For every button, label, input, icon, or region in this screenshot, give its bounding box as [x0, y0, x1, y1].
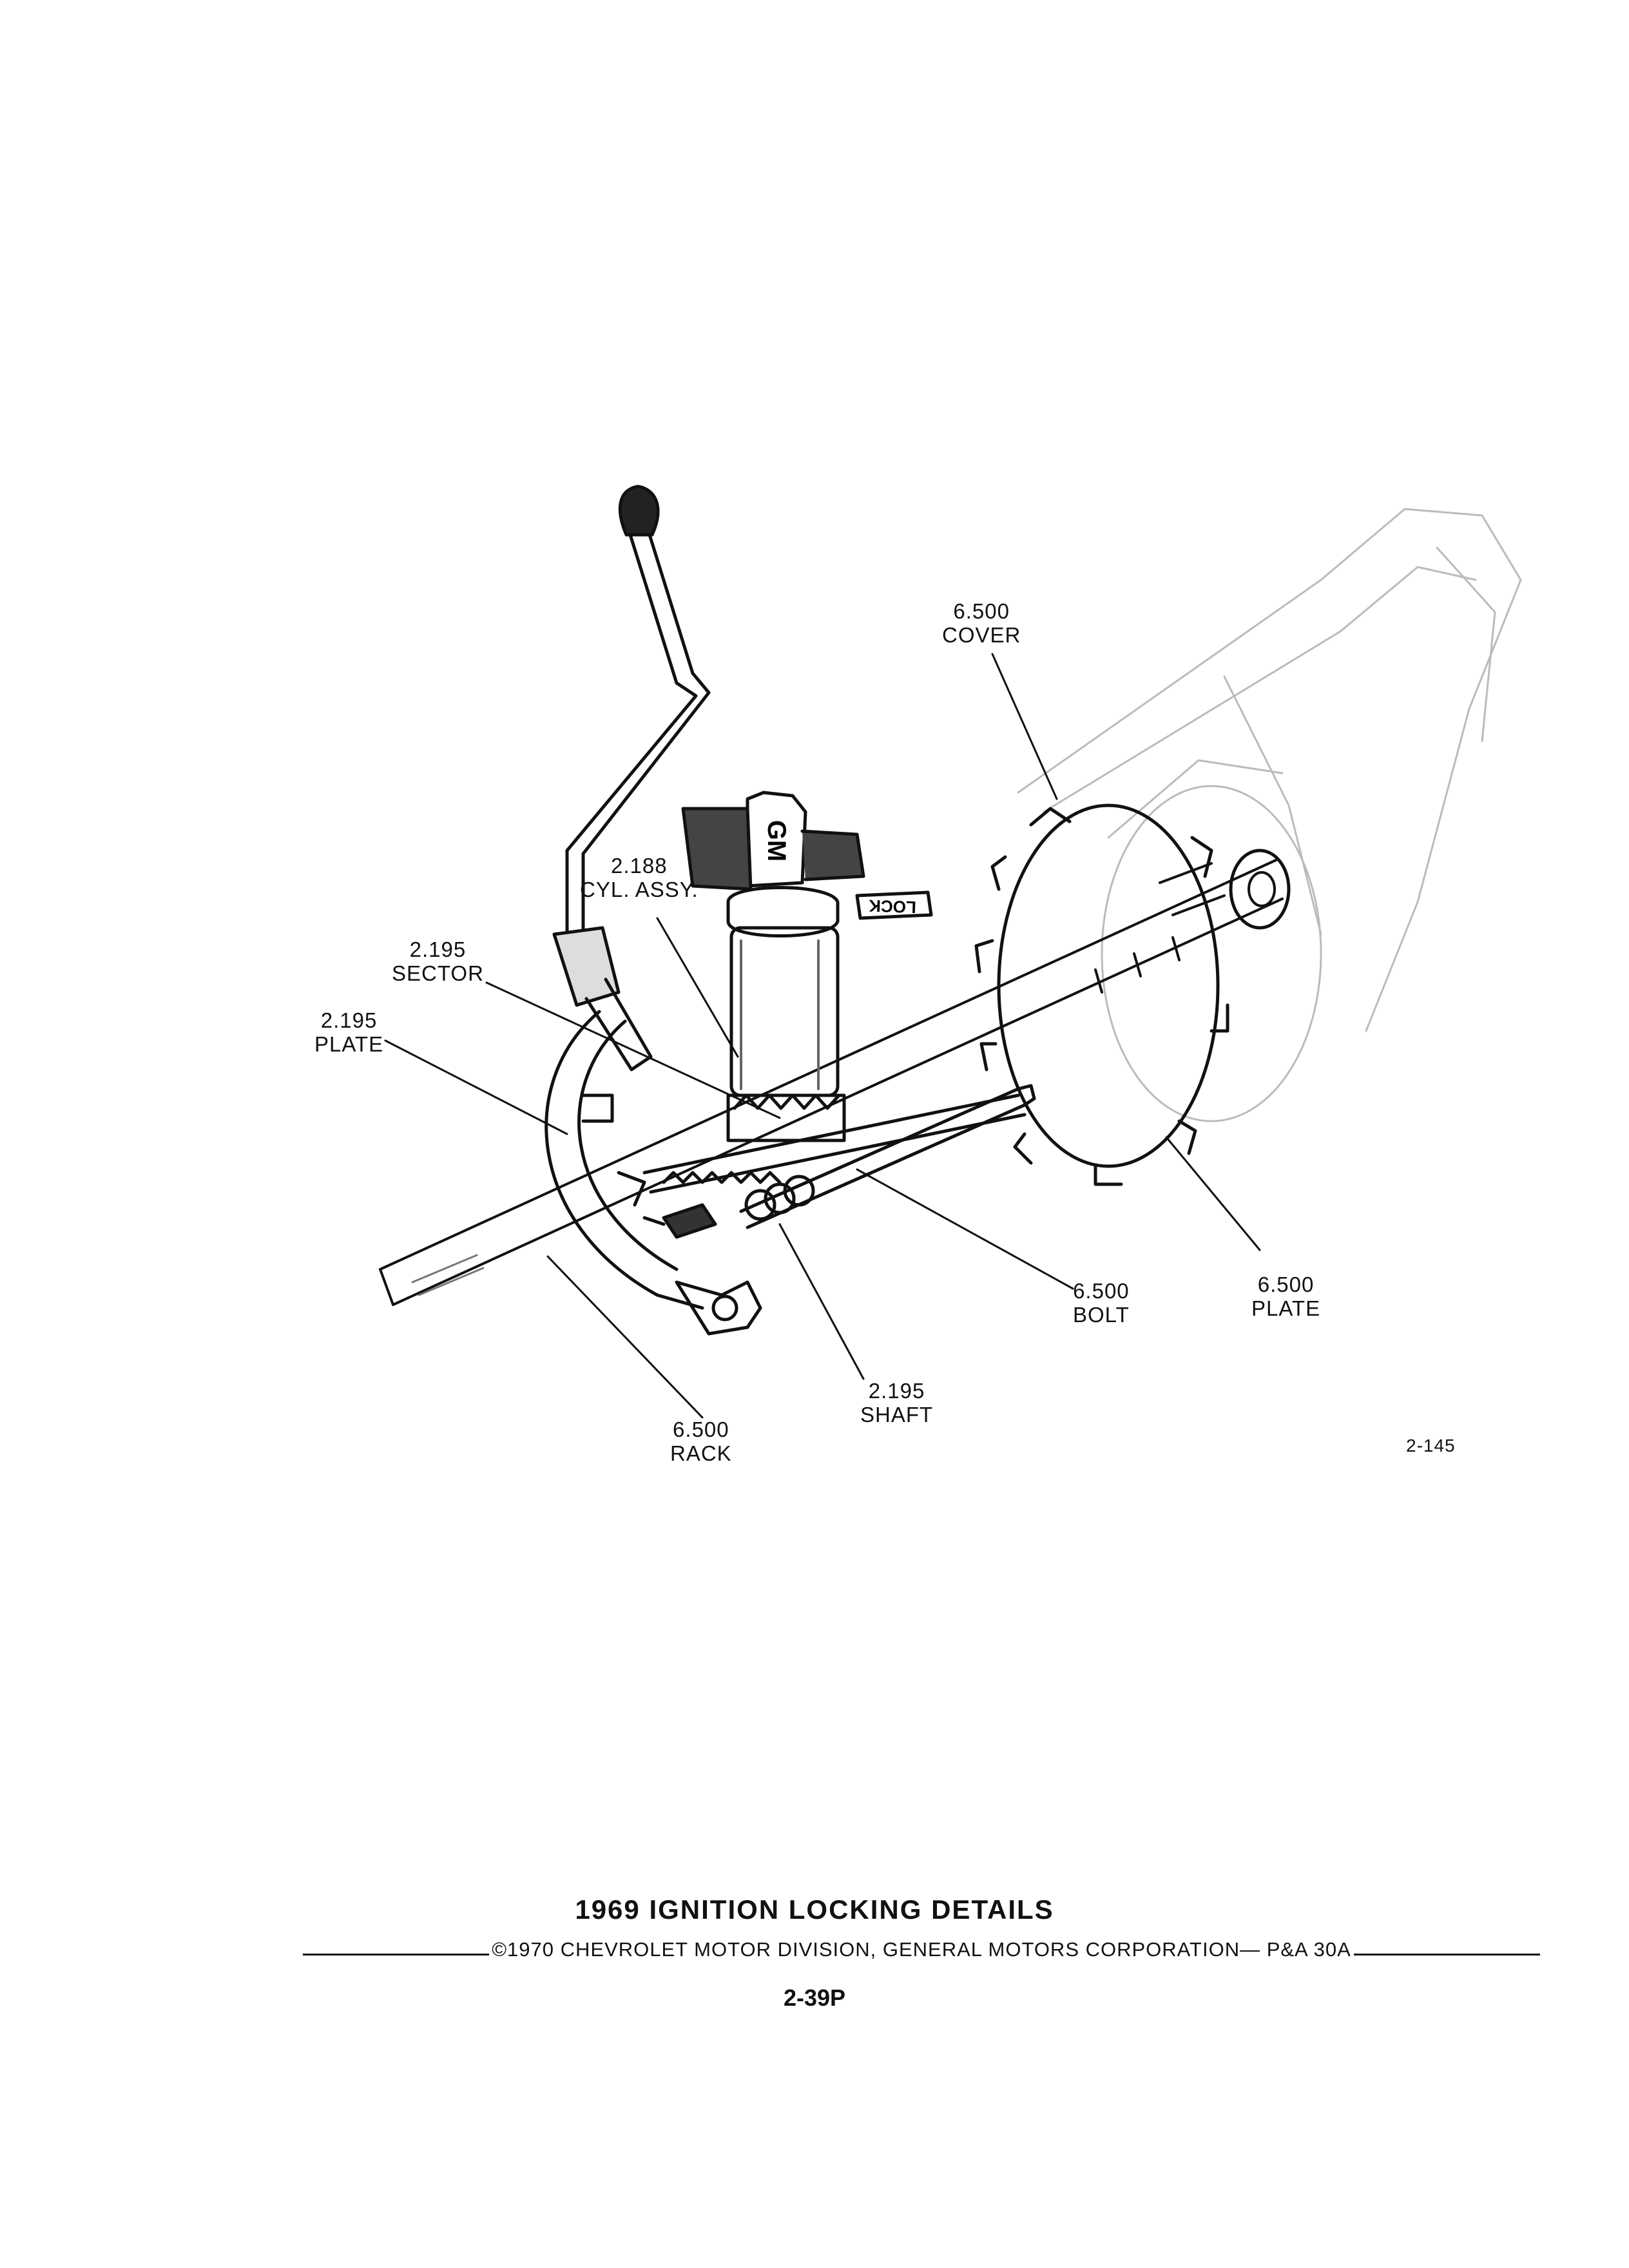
callout-plate-left: 2.195 PLATE [314, 1008, 383, 1056]
callout-plate-left-name: PLATE [314, 1032, 384, 1056]
figure-number: 2-145 [1406, 1436, 1456, 1456]
copyright-line: ©1970 CHEVROLET MOTOR DIVISION, GENERAL … [303, 1938, 1541, 1961]
leader-bolt [856, 1168, 1074, 1290]
leader-lines [384, 653, 1261, 1419]
callout-plate-right: 6.500 PLATE [1251, 1273, 1320, 1320]
callout-sector: 2.195 SECTOR [392, 937, 484, 985]
leader-plate-left [384, 1039, 568, 1135]
page-title: 1969 IGNITION LOCKING DETAILS [575, 1894, 1054, 1925]
column-housing [1017, 508, 1522, 1122]
callout-rack-num: 6.500 [673, 1418, 729, 1441]
callout-sector-num: 2.195 [409, 937, 467, 961]
callout-plate-left-num: 2.195 [320, 1008, 378, 1032]
callout-cylinder-name: CYL. ASSY. [580, 878, 699, 901]
callout-bolt-num: 6.500 [1073, 1279, 1130, 1303]
rack-and-bolt [642, 1084, 1036, 1239]
callout-shaft-num: 2.195 [868, 1379, 925, 1403]
sector-plate [545, 1010, 762, 1336]
steering-shaft [379, 849, 1291, 1306]
page-number: 2-39P [783, 1984, 846, 2011]
lock-word: LOCK [868, 896, 916, 918]
callout-cover-name: COVER [942, 623, 1021, 647]
callout-plate-right-name: PLATE [1251, 1296, 1321, 1320]
leader-cover [991, 653, 1058, 800]
leader-rack [546, 1255, 704, 1419]
callout-rack-name: RACK [670, 1441, 732, 1465]
callout-cylinder-num: 2.188 [611, 854, 668, 878]
callout-bolt: 6.500 BOLT [1073, 1279, 1130, 1327]
callout-sector-name: SECTOR [392, 961, 484, 985]
callout-rack: 6.500 RACK [670, 1418, 732, 1465]
leader-shaft [778, 1223, 865, 1380]
callout-plate-right-num: 6.500 [1257, 1273, 1315, 1296]
copyright-text: ©1970 CHEVROLET MOTOR DIVISION, GENERAL … [492, 1938, 1351, 1961]
leader-cylinder [656, 917, 739, 1058]
copyright-rule-right [1353, 1953, 1541, 1956]
callout-shaft-name: SHAFT [860, 1403, 934, 1427]
lock-plate-toothed [974, 803, 1229, 1186]
callout-cylinder: 2.188 CYL. ASSY. [580, 854, 699, 901]
leader-plate-right [1165, 1136, 1261, 1251]
copyright-rule-left [303, 1953, 490, 1956]
callout-bolt-name: BOLT [1073, 1303, 1130, 1327]
callout-cover: 6.500 COVER [942, 599, 1021, 647]
callout-shaft: 2.195 SHAFT [860, 1379, 933, 1427]
lock-cylinder-assembly [681, 791, 933, 1142]
shift-lever [552, 485, 711, 1072]
key-mark: GM [762, 820, 791, 861]
leader-sector [485, 981, 781, 1119]
callout-cover-num: 6.500 [953, 599, 1010, 623]
